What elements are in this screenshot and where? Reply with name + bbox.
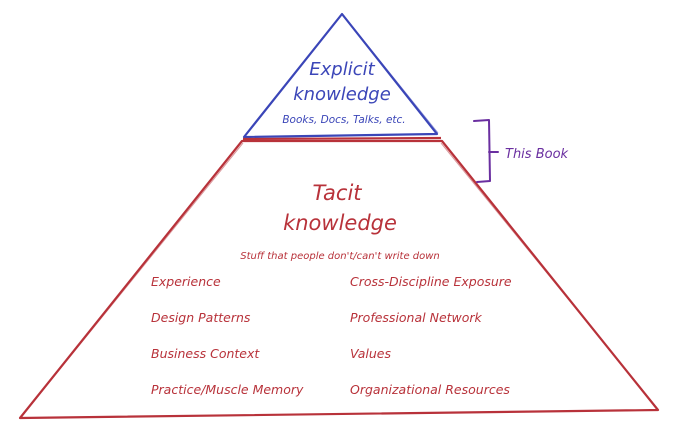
tacit-item-values: Values — [350, 346, 391, 361]
explicit-knowledge-section: Explicit knowledge Books, Docs, Talks, e… — [242, 12, 439, 139]
tacit-item-cross-discipline-exposure: Cross-Discipline Exposure — [350, 274, 512, 289]
explicit-title-line2: knowledge — [293, 84, 391, 105]
tacit-title-line2: knowledge — [283, 211, 397, 235]
tacit-title-line1: Tacit — [312, 181, 362, 205]
this-book-bracket-group: This Book — [473, 119, 569, 183]
explicit-title-line1: Explicit — [309, 59, 375, 80]
tacit-knowledge-section: Tacit knowledge Stuff that people don't/… — [18, 139, 660, 420]
this-book-bracket — [473, 119, 499, 183]
tacit-subtitle: Stuff that people don't/can't write down — [240, 251, 440, 262]
tacit-trapezoid — [18, 139, 660, 420]
this-book-label: This Book — [505, 147, 569, 162]
tacit-item-professional-network: Professional Network — [350, 310, 483, 325]
tacit-trapezoid-sketch-stroke — [21, 142, 658, 417]
section-divider — [242, 136, 442, 141]
tacit-item-experience: Experience — [151, 274, 221, 289]
tacit-item-practice-muscle-memory: Practice/Muscle Memory — [151, 382, 304, 397]
tacit-item-organizational-resources: Organizational Resources — [350, 382, 510, 397]
tacit-item-design-patterns: Design Patterns — [151, 310, 251, 325]
explicit-subtitle: Books, Docs, Talks, etc. — [282, 114, 405, 126]
explicit-triangle-sketch-stroke — [244, 14, 439, 137]
tacit-item-business-context: Business Context — [151, 346, 260, 361]
